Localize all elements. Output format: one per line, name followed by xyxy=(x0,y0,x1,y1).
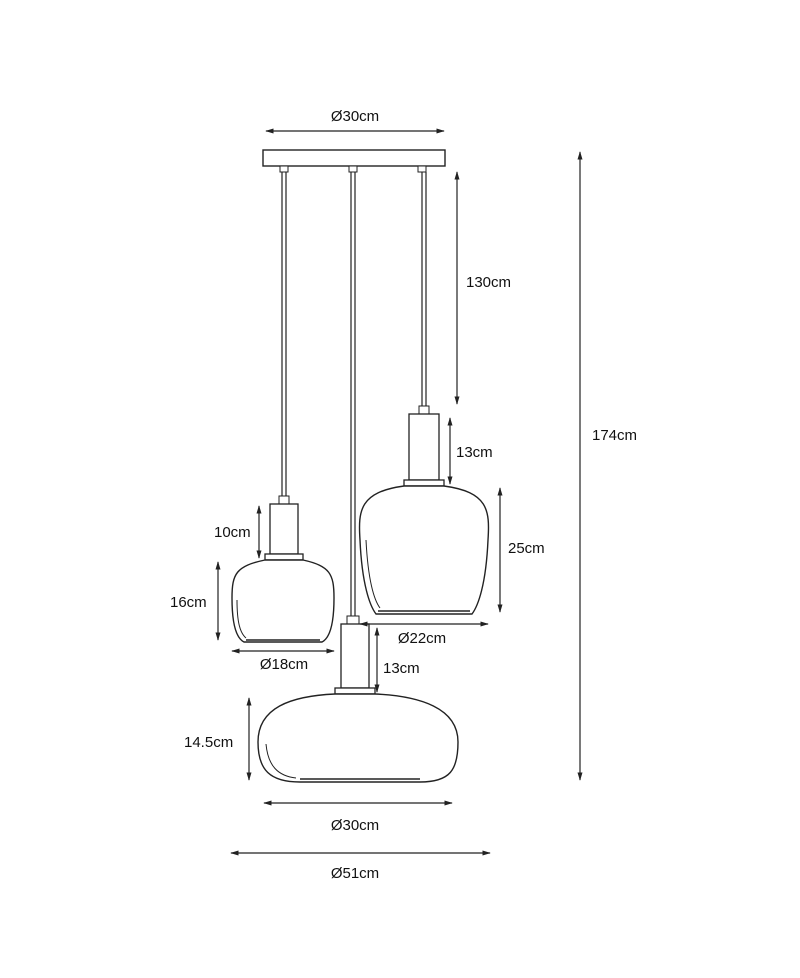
left-pendant-lamp xyxy=(231,495,335,643)
canopy-diameter-dimension: Ø30cm xyxy=(265,108,445,134)
canopy-diameter-label: Ø30cm xyxy=(331,108,379,125)
bottom-shade-height-dimension: 14.5cm xyxy=(184,697,252,781)
overall-diameter-label: Ø51cm xyxy=(331,865,379,882)
overall-diameter-dimension: Ø51cm xyxy=(230,850,491,882)
left-holder-height-dimension: 10cm xyxy=(214,505,262,559)
bottom-shade-diameter-label: Ø30cm xyxy=(331,817,379,834)
bottom-shade-height-label: 14.5cm xyxy=(184,734,233,751)
right-shade-height-dimension: 25cm xyxy=(497,487,545,613)
right-shade-diameter-dimension: Ø22cm xyxy=(359,621,489,647)
left-holder-height-label: 10cm xyxy=(214,524,251,541)
right-shade-height-label: 25cm xyxy=(508,540,545,557)
bottom-shade-diameter-dimension: Ø30cm xyxy=(263,800,453,834)
left-shade-height-label: 16cm xyxy=(170,594,207,611)
cable-length-dimension: 130cm xyxy=(454,171,511,405)
total-height-label: 174cm xyxy=(592,427,637,444)
left-shade-diameter-label: Ø18cm xyxy=(260,656,308,673)
left-shade-diameter-dimension: Ø18cm xyxy=(231,648,335,673)
right-holder-height-label: 13cm xyxy=(456,444,493,461)
total-height-dimension: 174cm xyxy=(577,151,637,781)
bottom-holder-height-dimension: 13cm xyxy=(374,627,420,693)
bottom-holder-height-label: 13cm xyxy=(383,660,420,677)
left-shade-height-dimension: 16cm xyxy=(170,561,221,641)
bottom-pendant-lamp xyxy=(257,615,459,783)
right-pendant-lamp xyxy=(358,405,490,615)
suspension-cables xyxy=(281,172,427,618)
right-shade-diameter-label: Ø22cm xyxy=(398,630,446,647)
right-holder-height-dimension: 13cm xyxy=(447,417,493,485)
cable-length-label: 130cm xyxy=(466,274,511,291)
ceiling-canopy xyxy=(262,149,446,173)
